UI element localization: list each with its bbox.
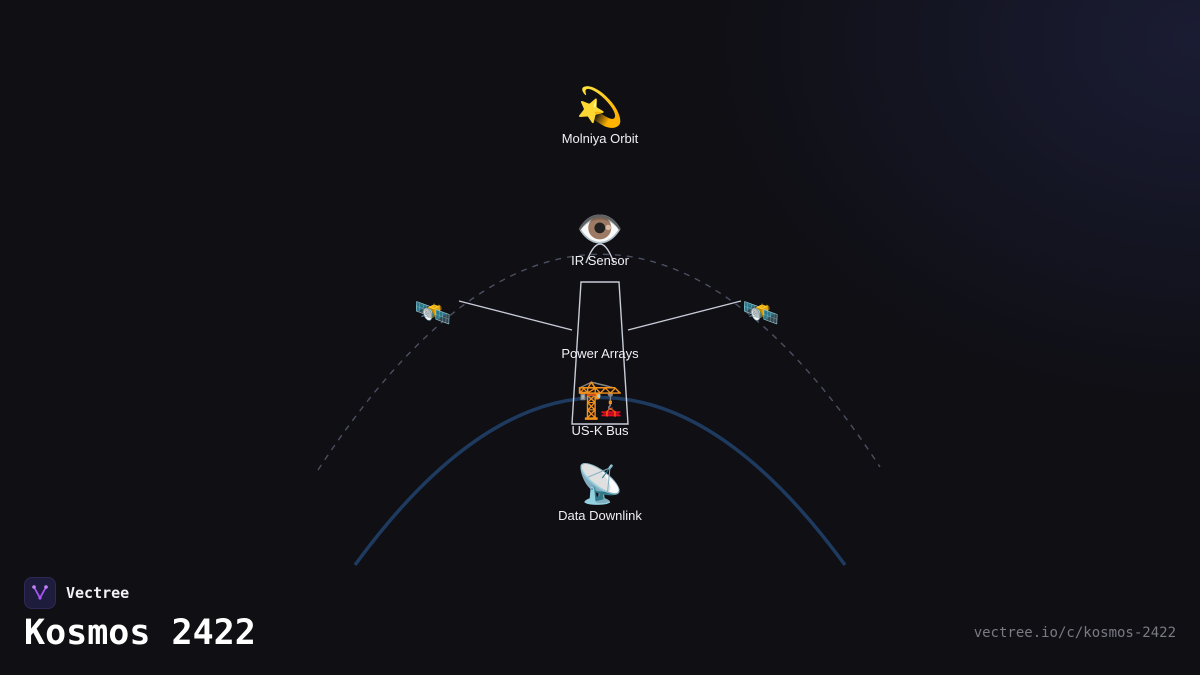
page-title: Kosmos 2422 — [24, 613, 256, 653]
satellite-body-outline — [571, 281, 629, 425]
node-molniya-orbit: 💫 Molniya Orbit — [500, 85, 700, 147]
node-label: Power Arrays — [561, 346, 639, 361]
node-label: Molniya Orbit — [561, 131, 639, 146]
satellite-dish-icon: 📡 — [576, 464, 624, 506]
earth-arc — [353, 395, 847, 567]
node-power-arrays: Power Arrays — [500, 346, 700, 362]
node-label: Data Downlink — [558, 508, 642, 523]
page-url[interactable]: vectree.io/c/kosmos-2422 — [973, 625, 1176, 641]
left-array-boom — [458, 300, 573, 331]
node-us-k-bus: 🏗️ US-K Bus — [500, 377, 700, 439]
dizzy-star-icon: 💫 — [576, 87, 624, 129]
satellite-icon: 🛰️ — [414, 297, 452, 330]
sensor-mount — [585, 243, 615, 264]
brand-name: Vectree — [66, 584, 130, 602]
right-array-boom — [627, 300, 742, 331]
construction-crane-icon: 🏗️ — [576, 379, 624, 421]
orbit-path — [317, 253, 881, 471]
brand[interactable]: Vectree — [24, 577, 129, 609]
node-ir-sensor: 👁️ IR Sensor — [500, 207, 700, 269]
eye-icon: 👁️ — [576, 209, 624, 251]
node-label: IR Sensor — [571, 253, 629, 268]
vectree-logo-icon — [24, 577, 56, 609]
satellite-icon: 🛰️ — [742, 297, 780, 330]
node-data-downlink: 📡 Data Downlink — [500, 462, 700, 524]
node-label: US-K Bus — [571, 423, 629, 438]
